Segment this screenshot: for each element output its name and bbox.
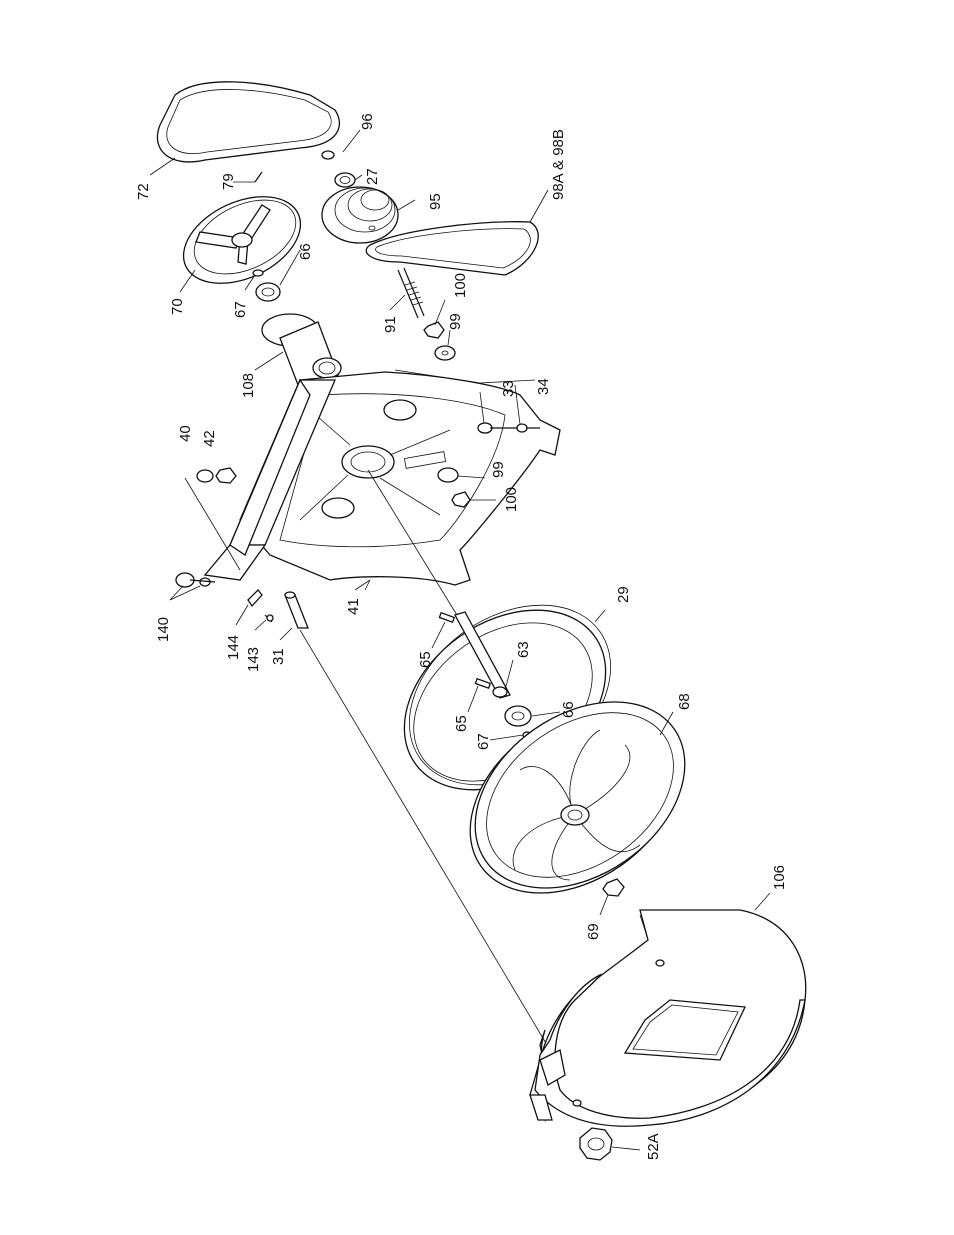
part-144-clip (248, 590, 262, 606)
label-29: 29 (615, 586, 632, 603)
label-70: 70 (169, 298, 186, 315)
label-41: 41 (345, 598, 362, 615)
part-143-screw (265, 615, 273, 622)
part-70-handwheel (170, 179, 315, 300)
part-69-nut (603, 879, 624, 896)
part-72-belt (157, 82, 339, 162)
label-63: 63 (515, 641, 532, 658)
label-68: 68 (676, 693, 693, 710)
part-96-ring (322, 151, 334, 159)
label-67-upper: 67 (232, 301, 249, 318)
label-69: 69 (585, 923, 602, 940)
label-65-lower: 65 (453, 715, 470, 732)
part-79-pin (255, 172, 262, 182)
label-27: 27 (364, 168, 381, 185)
label-91: 91 (382, 316, 399, 333)
label-72: 72 (135, 183, 152, 200)
part-99-washer-frame (438, 468, 458, 482)
label-65-upper: 65 (417, 651, 434, 668)
part-27-bearing (335, 173, 355, 187)
label-96: 96 (359, 113, 376, 130)
part-31-shaft (285, 592, 308, 628)
label-98a-98b: 98A & 98B (550, 129, 567, 200)
label-99-upper: 99 (447, 313, 464, 330)
label-34: 34 (535, 378, 552, 395)
label-52a: 52A (645, 1133, 662, 1160)
label-99-frame: 99 (490, 461, 507, 478)
part-52a-knob (580, 1128, 612, 1160)
part-66-bearing-lower (505, 706, 531, 726)
label-143: 143 (245, 647, 262, 672)
part-34-washer (517, 424, 527, 432)
label-100-frame: 100 (503, 487, 520, 512)
label-106: 106 (771, 865, 788, 890)
label-67-lower: 67 (475, 733, 492, 750)
part-91-rod (398, 268, 424, 318)
label-40: 40 (177, 425, 194, 442)
label-95: 95 (427, 193, 444, 210)
label-33: 33 (500, 380, 517, 397)
part-95-pulley (322, 187, 398, 243)
part-42-nut (216, 468, 236, 483)
label-140: 140 (155, 617, 172, 642)
part-106-cover (530, 910, 806, 1126)
label-79: 79 (220, 173, 237, 190)
label-108: 108 (240, 373, 257, 398)
part-40-washer (197, 470, 213, 482)
label-66-upper: 66 (297, 243, 314, 260)
label-31: 31 (270, 648, 287, 665)
label-66-lower: 66 (560, 701, 577, 718)
label-100-upper: 100 (452, 273, 469, 298)
label-42: 42 (201, 430, 218, 447)
label-144: 144 (225, 635, 242, 660)
part-65-key-upper (439, 613, 454, 622)
part-66-bearing-upper (256, 283, 280, 301)
part-100-nut-upper (424, 322, 444, 338)
part-99-washer-upper (435, 346, 455, 360)
